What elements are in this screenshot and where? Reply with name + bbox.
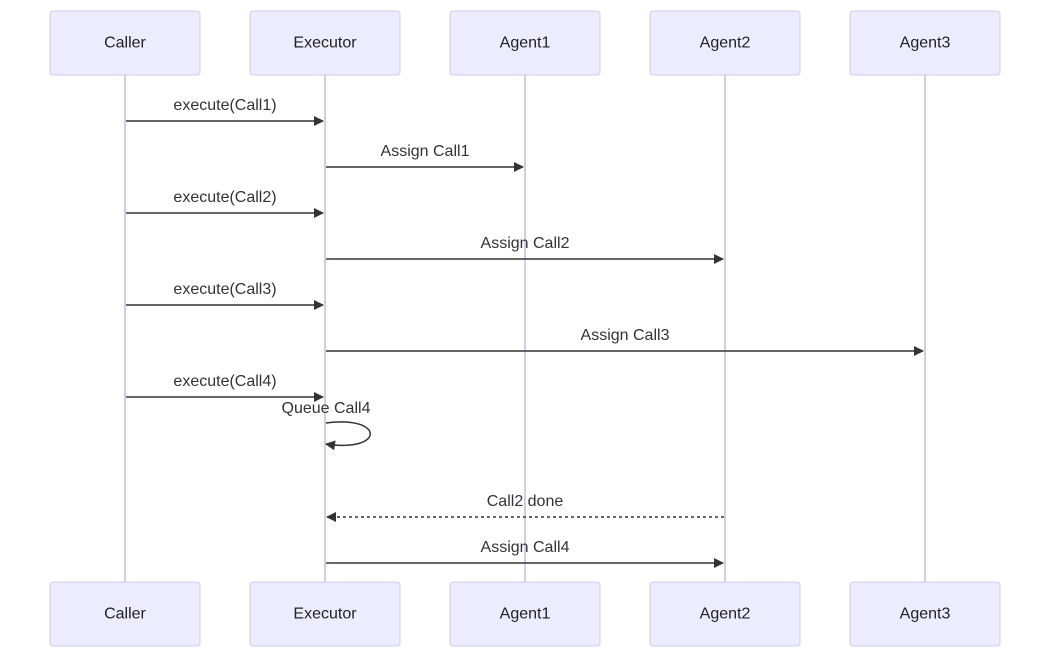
message-3: execute(Call2) [126, 189, 324, 218]
message-label: Assign Call3 [581, 327, 670, 344]
actor-agent2-top: Agent2 [649, 10, 801, 76]
message-label: Assign Call1 [381, 143, 470, 160]
message-label: Queue Call4 [282, 400, 371, 417]
actor-agent3-top: Agent3 [849, 10, 1001, 76]
actor-label: Agent3 [900, 35, 951, 52]
actor-box [249, 581, 401, 647]
actor-label: Caller [104, 35, 146, 52]
actor-agent3-bottom: Agent3 [849, 581, 1001, 647]
message-9: Call2 done [326, 493, 724, 522]
actor-box [449, 581, 601, 647]
actor-box [649, 10, 801, 76]
actor-agent1-top: Agent1 [449, 10, 601, 76]
message-label: execute(Call2) [173, 189, 276, 206]
top-actors: Caller Executor Agent1 Agent2 Agent3 [49, 10, 1001, 76]
actor-box [49, 10, 201, 76]
self-message-loop [325, 421, 371, 451]
message-10: Assign Call4 [326, 539, 724, 568]
message-label: execute(Call1) [173, 97, 276, 114]
message-8: Queue Call4 [282, 400, 371, 451]
actor-label: Executor [293, 35, 357, 52]
bottom-actors: Caller Executor Agent1 Agent2 Agent3 [49, 581, 1001, 647]
actor-box [649, 581, 801, 647]
message-4: Assign Call2 [326, 235, 724, 264]
message-label: Assign Call4 [481, 539, 570, 556]
message-5: execute(Call3) [126, 281, 324, 310]
actor-caller-bottom: Caller [49, 581, 201, 647]
actor-executor-bottom: Executor [249, 581, 401, 647]
actor-label: Agent1 [500, 35, 551, 52]
message-1: execute(Call1) [126, 97, 324, 126]
actor-box [449, 10, 601, 76]
actor-caller-top: Caller [49, 10, 201, 76]
messages: execute(Call1) Assign Call1 execute(Call2)… [126, 97, 924, 568]
lifelines [124, 75, 926, 582]
actor-agent1-bottom: Agent1 [449, 581, 601, 647]
actor-label: Agent2 [700, 606, 751, 623]
actor-executor-top: Executor [249, 10, 401, 76]
actor-box [49, 581, 201, 647]
message-label: Assign Call2 [481, 235, 570, 252]
actor-label: Executor [293, 606, 357, 623]
message-label: Call2 done [487, 493, 564, 510]
actor-label: Caller [104, 606, 146, 623]
actor-label: Agent1 [500, 606, 551, 623]
message-label: execute(Call3) [173, 281, 276, 298]
message-6: Assign Call3 [326, 327, 924, 356]
message-2: Assign Call1 [326, 143, 524, 172]
actor-label: Agent3 [900, 606, 951, 623]
actor-box [249, 10, 401, 76]
actor-label: Agent2 [700, 35, 751, 52]
actor-box [849, 581, 1001, 647]
message-label: execute(Call4) [173, 373, 276, 390]
message-7: execute(Call4) [126, 373, 324, 402]
actor-agent2-bottom: Agent2 [649, 581, 801, 647]
actor-box [849, 10, 1001, 76]
